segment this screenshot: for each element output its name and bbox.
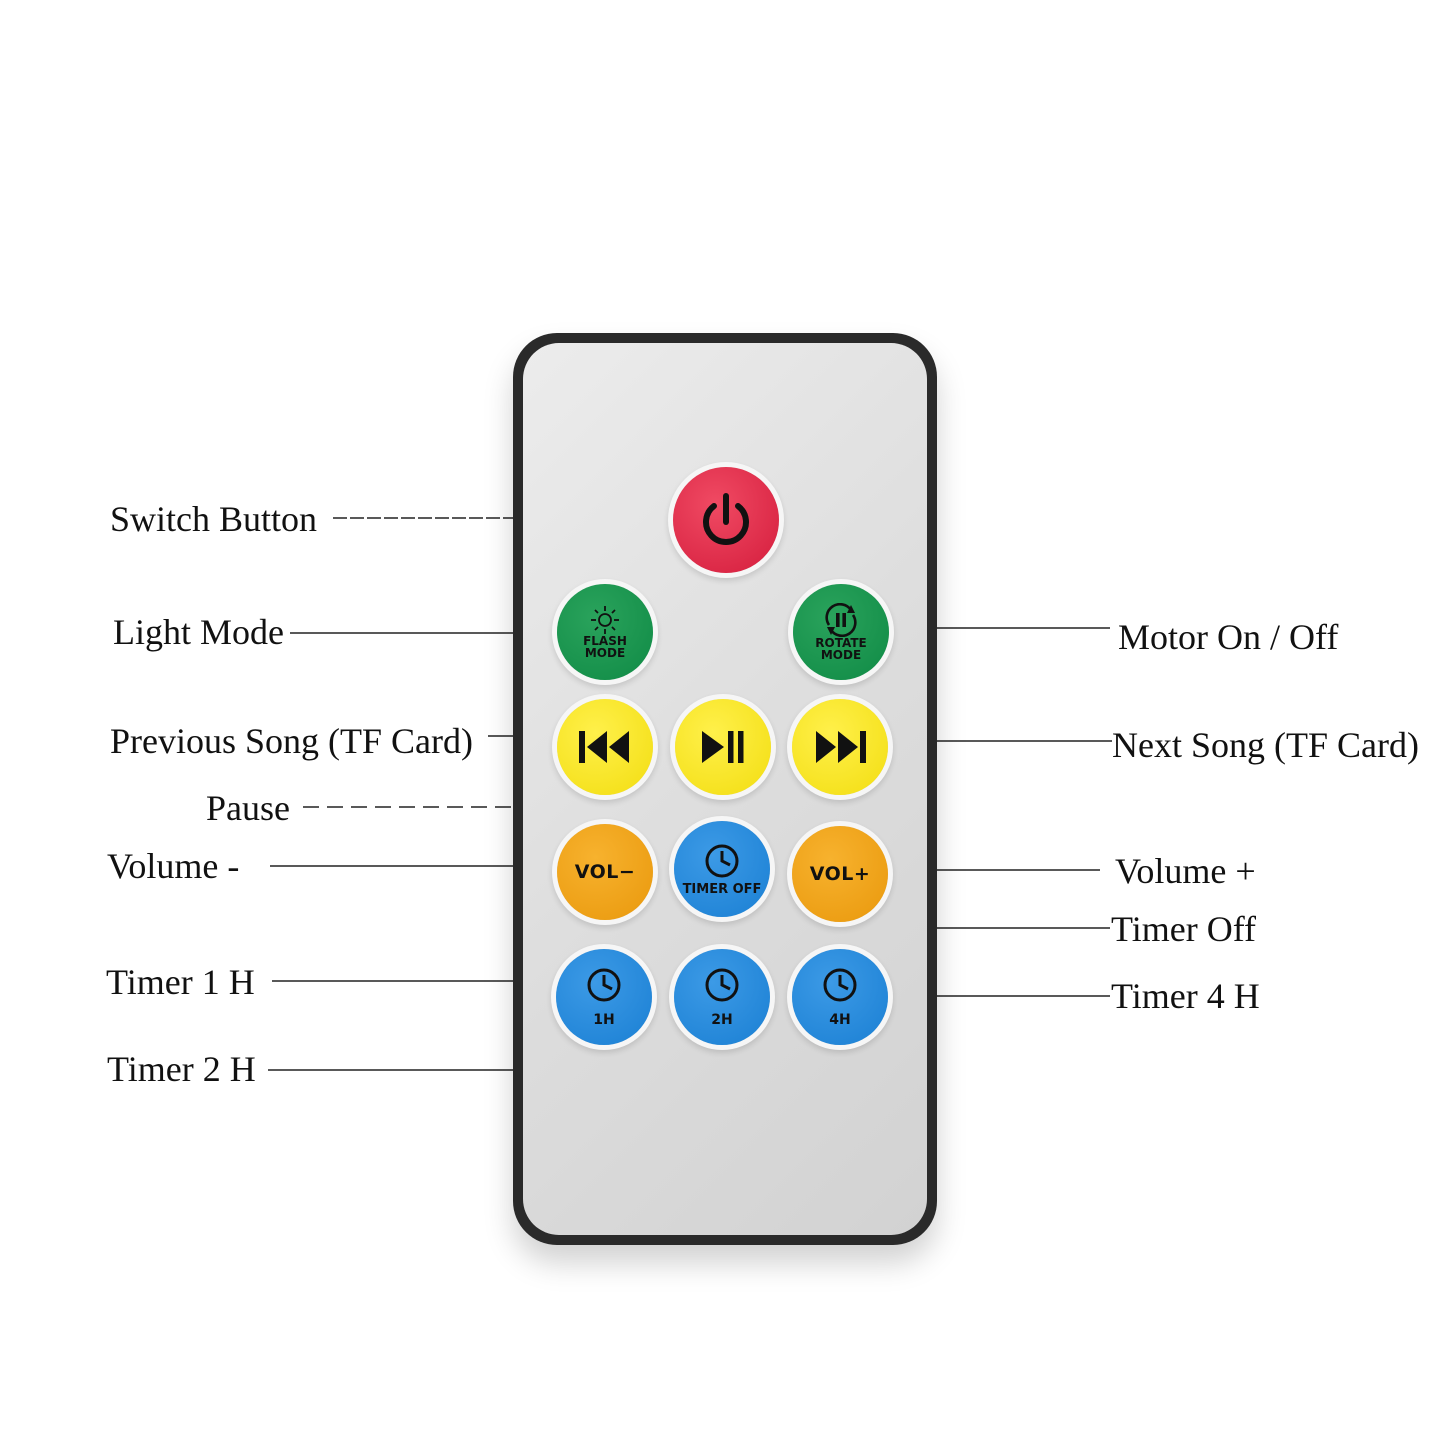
label-pause: Pause [206,788,290,828]
timer-1h-button[interactable]: 1H [556,949,652,1045]
previous-song-button[interactable] [557,699,653,795]
timer-off-button[interactable]: TIMER OFF [674,821,770,917]
play-pause-icon [702,731,744,763]
timer-2h-button[interactable]: 2H [674,949,770,1045]
remote-control: FLASH MODE ROTATE MODE [513,333,937,1245]
vol-minus-label: VOL− [574,861,636,883]
next-song-button[interactable] [792,699,888,795]
power-button[interactable] [673,467,779,573]
label-next-song: Next Song (TF Card) [1112,725,1419,765]
clock-icon [823,968,857,1002]
play-pause-button[interactable] [675,699,771,795]
flash-mode-label-line2: MODE [584,646,626,660]
timer-off-label: TIMER OFF [682,882,762,897]
label-light-mode: Light Mode [113,612,284,652]
volume-down-button[interactable]: VOL− [557,824,653,920]
power-icon [703,493,749,545]
previous-track-icon [579,731,629,763]
label-timer-4h: Timer 4 H [1111,976,1260,1016]
rotate-icon [825,603,857,637]
label-timer-1h: Timer 1 H [106,962,255,1002]
vol-plus-label: VOL+ [809,863,871,885]
timer-4h-label: 4H [829,1012,851,1028]
timer-4h-button[interactable]: 4H [792,949,888,1045]
sun-icon [591,606,619,634]
label-switch-button: Switch Button [110,499,318,539]
clock-icon [705,968,739,1002]
label-volume-minus: Volume - [107,846,240,886]
volume-up-button[interactable]: VOL+ [792,826,888,922]
clock-icon [587,968,621,1002]
label-previous-song: Previous Song (TF Card) [110,721,473,761]
next-track-icon [816,731,866,763]
label-timer-2h: Timer 2 H [107,1049,256,1089]
timer-2h-label: 2H [711,1012,733,1028]
label-volume-plus: Volume + [1115,851,1256,891]
rotate-mode-button[interactable]: ROTATE MODE [793,584,889,680]
label-timer-off: Timer Off [1111,909,1257,949]
flash-mode-label-line1: FLASH [583,634,627,648]
rotate-mode-label-line1: ROTATE [815,636,867,650]
rotate-mode-label-line2: MODE [820,648,862,662]
flash-mode-button[interactable]: FLASH MODE [557,584,653,680]
clock-icon [705,844,739,878]
label-motor-on-off: Motor On / Off [1118,617,1339,657]
timer-1h-label: 1H [593,1012,615,1028]
